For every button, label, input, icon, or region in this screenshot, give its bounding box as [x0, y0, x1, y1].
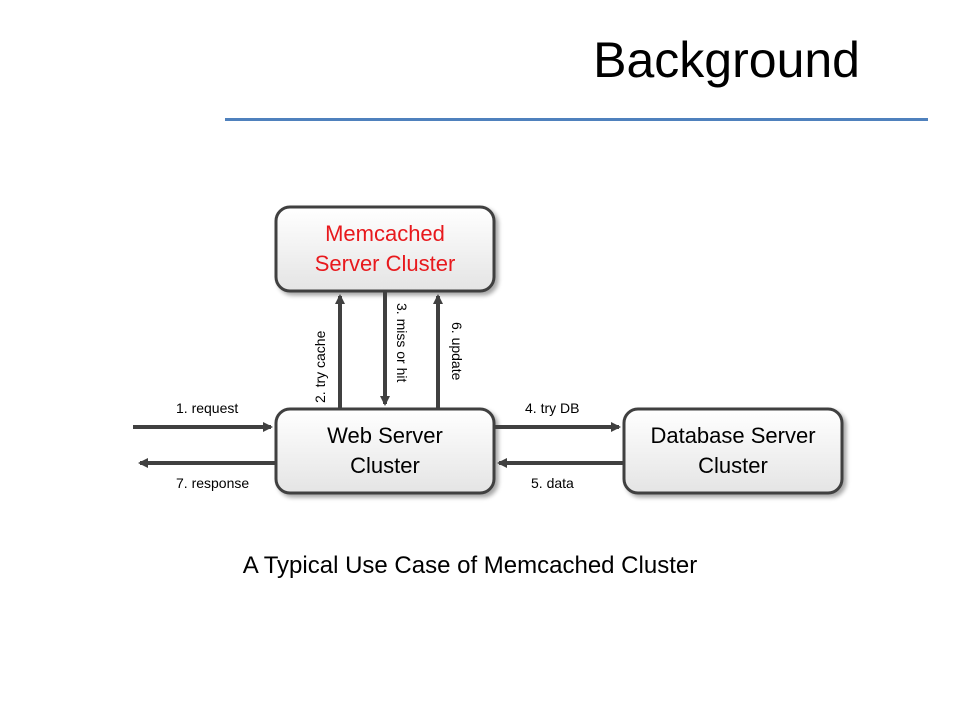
web-server-node-line2: Cluster — [350, 453, 420, 478]
database-server-node-line2: Cluster — [698, 453, 768, 478]
edge-try-db-label: 4. try DB — [525, 400, 579, 416]
title-underline — [225, 118, 928, 121]
edge-update-label: 6. update — [449, 322, 465, 381]
database-server-node: Database Server Cluster — [622, 407, 844, 495]
web-server-node: Web Server Cluster — [274, 407, 496, 495]
slide-title: Background — [593, 32, 860, 88]
edge-data-label: 5. data — [531, 475, 574, 491]
database-server-node-line1: Database Server — [650, 423, 815, 448]
edge-miss-or-hit-label: 3. miss or hit — [394, 303, 410, 382]
edge-response-label: 7. response — [176, 475, 249, 491]
edge-try-cache-label: 2. try cache — [312, 330, 328, 403]
web-server-node-line1: Web Server — [327, 423, 443, 448]
memcached-node: Memcached Server Cluster — [274, 205, 496, 293]
diagram-caption: A Typical Use Case of Memcached Cluster — [242, 552, 698, 579]
memcached-node-line2: Server Cluster — [315, 251, 456, 276]
edge-request-label: 1. request — [176, 400, 238, 416]
memcached-node-line1: Memcached — [325, 221, 445, 246]
